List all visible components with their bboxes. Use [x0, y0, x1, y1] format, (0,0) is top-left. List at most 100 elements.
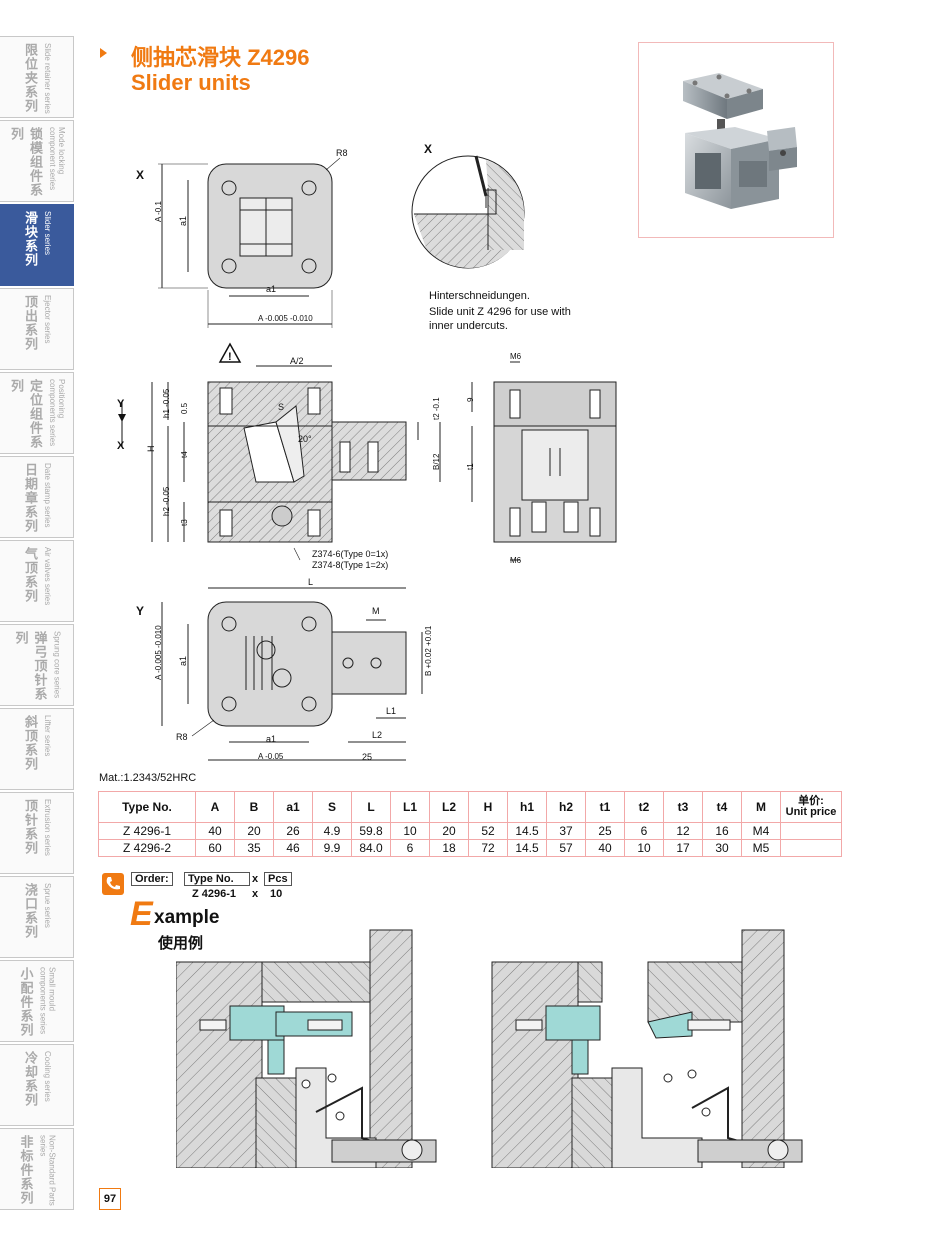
col-h1: h1	[507, 791, 547, 823]
example-right	[491, 929, 803, 1168]
col-t1: t1	[585, 791, 625, 823]
dim-r8: R8	[336, 148, 348, 158]
example-heading-cn: 使用例	[158, 935, 204, 952]
col-a: A	[195, 791, 235, 823]
dim-t4: t4	[180, 451, 189, 458]
col-t2: t2	[624, 791, 664, 823]
warning-icon	[218, 342, 242, 363]
page-title-en: Slider units	[131, 70, 251, 95]
material-note: Mat.:1.2343/52HRC	[99, 772, 197, 784]
example-illustrations	[176, 929, 803, 1168]
spec-table: Type No. A B a1 S L L1 L2 H h1 h2 t1 t2 …	[98, 791, 842, 857]
dim-half: A/2	[290, 356, 304, 366]
dim-a1-bottom: a1	[266, 284, 277, 294]
dim-9: 9	[466, 397, 475, 402]
dim-a-bottom: A -0.005 -0.010	[258, 314, 313, 323]
col-h2: h2	[546, 791, 586, 823]
dim-a-y: A -0.005 -0.010	[154, 625, 163, 680]
undercut-de: Hinterschneidungen.	[429, 290, 530, 302]
dim-b-y: B +0.02 +0.01	[424, 625, 433, 676]
dim-r8-y: R8	[176, 732, 188, 742]
dim-l2: L2	[372, 730, 383, 740]
product-photo	[638, 42, 834, 238]
dim-a-y-bottom: A -0.05	[258, 752, 284, 761]
col-unit-price: 单价:Unit price	[780, 791, 842, 823]
dim-h2: h2 -0.05	[162, 486, 171, 516]
dim-l: L	[308, 577, 314, 587]
dim-t2: t2 -0.1	[432, 397, 441, 420]
callout-2: Z374-8(Type 1=2x)	[312, 560, 389, 570]
col-s: S	[312, 791, 352, 823]
col-l: L	[351, 791, 391, 823]
example-heading-letter: E	[130, 895, 153, 933]
dim-s: S	[278, 402, 285, 412]
col-t3: t3	[663, 791, 703, 823]
col-b: B	[234, 791, 274, 823]
dim-25: 25	[362, 752, 373, 762]
callout-1: Z374-6(Type 0=1x)	[312, 549, 389, 559]
undercut-en-1: Slide unit Z 4296 for use with	[429, 306, 571, 318]
phone-order-icon	[102, 873, 124, 895]
example-heading: xample	[154, 907, 220, 928]
dim-a1: a1	[178, 215, 188, 226]
dim-m6-bottom: M6	[510, 556, 522, 565]
dim-m6-top: M6	[510, 352, 522, 361]
order-pcs-header: Pcs	[264, 872, 292, 886]
order-x-2: x	[252, 888, 259, 900]
order-example-qty: 10	[270, 888, 283, 900]
order-type-no-header: Type No.	[184, 872, 250, 886]
col-l2: L2	[429, 791, 469, 823]
view-y-label: Y	[136, 604, 145, 618]
dim-a1-y: a1	[178, 655, 188, 666]
dim-angle: 20°	[298, 434, 312, 444]
col-l1: L1	[390, 791, 430, 823]
example-left	[176, 929, 437, 1168]
order-label: Order:	[131, 872, 173, 886]
view-x-label: X	[136, 168, 145, 182]
detail-x-label: X	[424, 142, 433, 156]
yx-y-label: Y	[117, 398, 125, 410]
dim-h: H	[146, 445, 156, 453]
col-m: M	[741, 791, 781, 823]
dim-l1: L1	[386, 706, 397, 716]
page-title-cn: 侧抽芯滑块 Z4296	[131, 45, 310, 70]
dim-05: 0.5	[180, 402, 189, 414]
order-x-1: x	[252, 873, 259, 885]
order-example-type: Z 4296-1	[192, 888, 237, 900]
col-a1: a1	[273, 791, 313, 823]
col-type-no: Type No.	[98, 791, 196, 823]
technical-drawing: !	[118, 155, 617, 761]
title-arrow-icon	[100, 48, 107, 58]
dim-h1: h1 -0.05	[162, 388, 171, 418]
dim-a-tol: A -0.1	[154, 201, 163, 222]
dim-b12: B/12	[432, 453, 441, 470]
yx-x-label: X	[117, 440, 125, 452]
dim-a1-y2: a1	[266, 734, 277, 744]
col-t4: t4	[702, 791, 742, 823]
table-header-row: Type No. A B a1 S L L1 L2 H h1 h2 t1 t2 …	[98, 791, 842, 823]
col-h: H	[468, 791, 508, 823]
dim-t3: t3	[180, 519, 189, 526]
dim-m: M	[372, 606, 380, 616]
svg-text:!: !	[228, 351, 232, 363]
page-number: 97	[99, 1188, 121, 1210]
dim-t1: t1	[466, 463, 475, 470]
undercut-en-2: inner undercuts.	[429, 320, 508, 332]
